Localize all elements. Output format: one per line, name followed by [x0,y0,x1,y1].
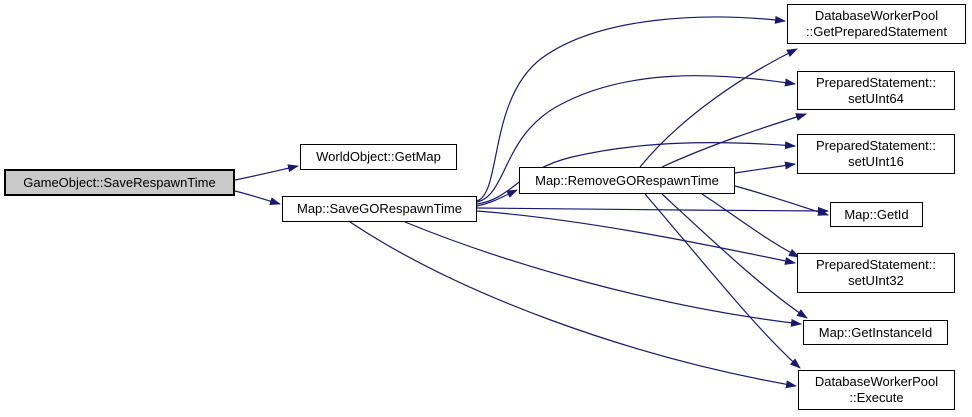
node-label: Map::GetInstanceId [818,324,933,340]
edge-savego-to-execute [349,221,797,389]
edge-removego-to-execute [644,193,801,369]
node-label: PreparedStatement:: setUInt32 [816,257,936,288]
edge-savego-to-getprep [476,15,786,202]
edge-removego-to-setuint64 [661,113,807,168]
node-label: WorldObject::GetMap [316,149,441,164]
node-preparedstatement-setuint16[interactable]: PreparedStatement:: setUInt16 [797,134,955,174]
node-map-getid[interactable]: Map::GetId [830,202,923,227]
node-map-remove-go-respawn-time[interactable]: Map::RemoveGORespawnTime [519,167,735,194]
node-worldobject-getmap[interactable]: WorldObject::GetMap [300,144,457,170]
edge-savego-to-setuint64 [476,75,796,203]
edge-root-to-getmap [234,164,299,181]
node-label: Map::RemoveGORespawnTime [535,172,719,188]
edge-removego-to-getinstanceid [661,193,808,319]
node-map-getinstanceid[interactable]: Map::GetInstanceId [803,320,948,345]
edge-savego-to-getid [476,206,829,215]
node-label: PreparedStatement:: setUInt16 [816,138,936,169]
node-databaseworkerpool-get-prepared-statement[interactable]: DatabaseWorkerPool ::GetPreparedStatemen… [787,4,966,44]
node-map-save-go-respawn-time[interactable]: Map::SaveGORespawnTime [282,196,477,222]
edge-removego-to-setuint32 [701,193,800,258]
edge-root-to-savego [234,190,281,206]
edge-removego-to-getid [734,185,829,216]
node-label: GameObject::SaveRespawnTime [23,174,216,190]
node-label: Map::GetId [844,206,909,222]
edge-removego-to-setuint16 [734,161,796,174]
edge-savego-to-setuint16 [476,141,796,205]
node-databaseworkerpool-execute[interactable]: DatabaseWorkerPool ::Execute [798,370,955,410]
node-gameobject-save-respawn-time: GameObject::SaveRespawnTime [4,169,235,196]
node-preparedstatement-setuint32[interactable]: PreparedStatement:: setUInt32 [797,253,955,293]
node-label: PreparedStatement:: setUInt64 [816,74,936,106]
edge-savego-to-removego [476,189,518,207]
edge-removego-to-getprep [639,48,798,168]
node-preparedstatement-setuint64[interactable]: PreparedStatement:: setUInt64 [797,71,955,110]
edge-savego-to-getinstanceid [404,221,802,327]
edge-savego-to-setuint32 [476,210,796,265]
node-label: Map::SaveGORespawnTime [297,201,462,216]
node-label: DatabaseWorkerPool ::GetPreparedStatemen… [806,8,947,39]
node-label: DatabaseWorkerPool ::Execute [814,374,939,405]
